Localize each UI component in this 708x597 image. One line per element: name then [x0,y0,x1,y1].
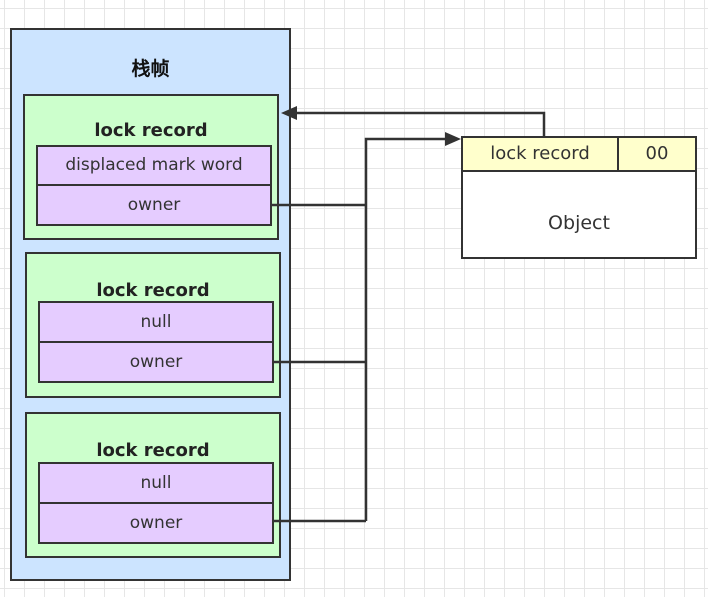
owner-field-1: owner [36,184,272,226]
owner-trunk-connector [364,137,447,521]
object-header-bits: 00 [619,138,695,172]
null-field-3: null [38,462,274,504]
displaced-mark-word-field: displaced mark word [36,145,272,186]
object-header-lock-record: lock record [463,138,619,172]
object-label: Object [548,212,610,234]
lock-record-title: lock record [94,120,208,141]
owner-field-2: owner [38,341,274,383]
object-box: lock record 00 Object [461,136,697,259]
owner-field-3: owner [38,502,274,544]
null-field-2: null [38,301,274,343]
arrowhead-right-icon [445,132,461,146]
arrowhead-left-icon [281,106,297,120]
stack-frame-title: 栈帧 [131,58,170,80]
lock-record-title: lock record [96,440,210,461]
lock-record-title: lock record [96,280,210,301]
object-to-lock-record-arrow [293,111,546,136]
